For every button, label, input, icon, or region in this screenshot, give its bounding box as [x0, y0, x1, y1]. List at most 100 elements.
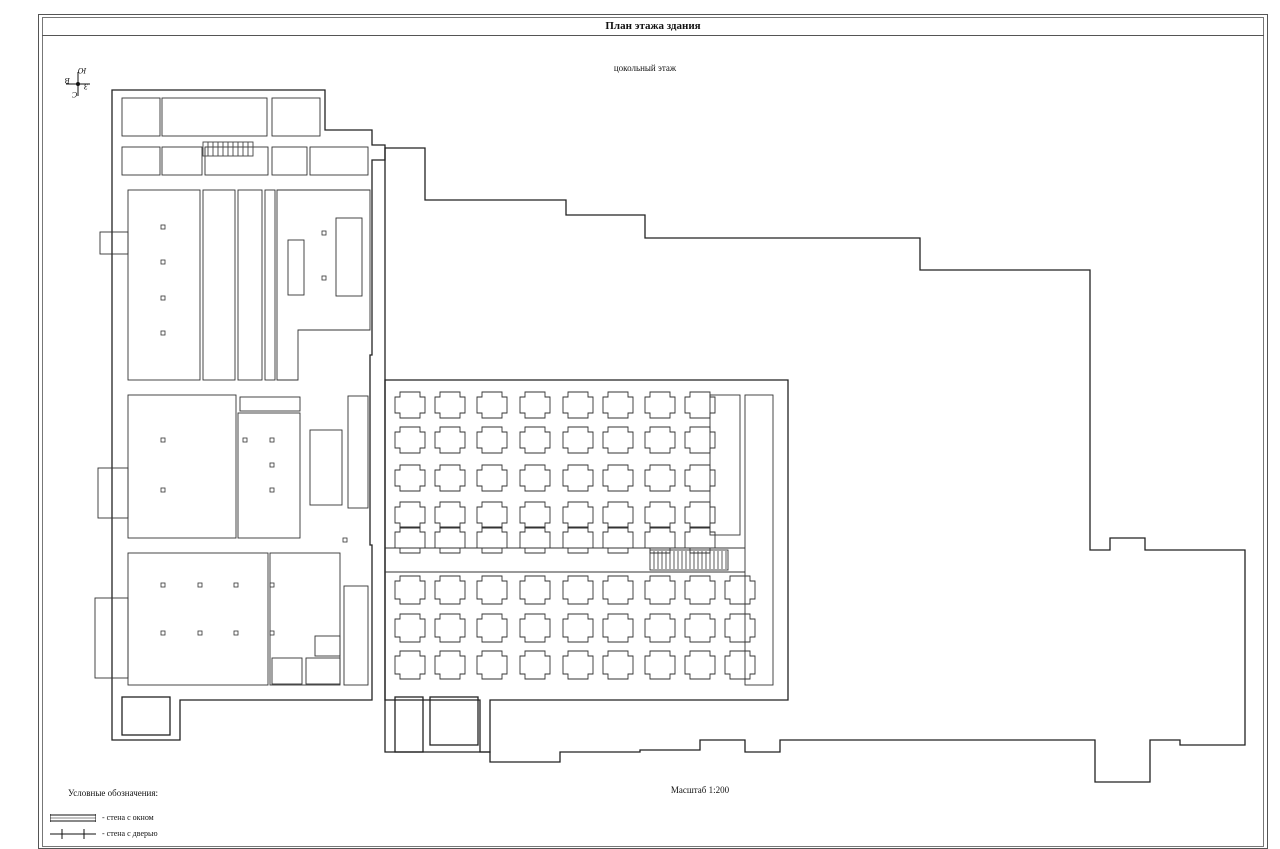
staircase-treads: [653, 551, 727, 569]
room: [161, 146, 203, 176]
wall-with-window-icon: [50, 814, 96, 822]
column: [269, 582, 275, 588]
column: [197, 582, 203, 588]
room: [309, 146, 369, 176]
cellar-pillar-cell: [519, 613, 551, 643]
cellar-pillar-cell: [602, 501, 634, 529]
column: [233, 630, 239, 636]
cellar-pillar-cell: [476, 501, 508, 529]
legend-label-door: - стена с дверью: [102, 829, 158, 838]
room: [271, 146, 308, 176]
room: [237, 189, 263, 381]
cellar-pillar-cell: [394, 501, 426, 529]
column: [160, 630, 166, 636]
staircase: [649, 549, 729, 571]
room: [305, 657, 341, 685]
room: [239, 396, 301, 412]
cellar-pillar-cell: [476, 464, 508, 492]
cellar-pillar-cell: [602, 575, 634, 605]
cellar-pillar-cell: [602, 526, 634, 554]
cellar-pillar-cell: [644, 613, 676, 643]
column: [321, 230, 327, 236]
compass-rose-icon: Ю В З С: [62, 66, 94, 100]
room: [264, 189, 276, 381]
room: [269, 552, 341, 686]
cellar-pillar-cell: [476, 575, 508, 605]
cellar-pillar-cell: [562, 464, 594, 492]
cellar-pillar-cell: [562, 501, 594, 529]
column: [160, 582, 166, 588]
cellar-pillar-cell: [562, 426, 594, 454]
cellar-pillar-cell: [684, 575, 716, 605]
left-wing-outline: [111, 89, 386, 741]
cellar-pillar-cell: [684, 426, 716, 454]
cellar-pillar-cell: [394, 391, 426, 419]
floor-label: цокольный этаж: [613, 63, 677, 73]
cellar-pillar-cell: [562, 650, 594, 680]
column: [160, 295, 166, 301]
column: [160, 437, 166, 443]
cellar-pillar-cell: [684, 391, 716, 419]
room: [271, 657, 303, 685]
cellar-pillar-cell: [644, 526, 676, 554]
room: [347, 395, 369, 509]
cellar-pillar-cell: [684, 613, 716, 643]
column: [269, 462, 275, 468]
cellar-pillar-cell: [519, 575, 551, 605]
cellar-pillar-cell: [434, 426, 466, 454]
legend-label-window: - стена с окном: [102, 813, 154, 822]
room: [744, 394, 774, 686]
cellar-pillar-cell: [476, 426, 508, 454]
cellar-pillar-cell: [434, 464, 466, 492]
room: [127, 189, 201, 381]
column: [242, 437, 248, 443]
cellar-block-outline: [384, 379, 789, 753]
cellar-pillar-cell: [562, 613, 594, 643]
cellar-pillar-cell: [519, 650, 551, 680]
column: [160, 224, 166, 230]
room: [204, 146, 269, 176]
room: [314, 635, 341, 657]
cellar-pillar-cell: [519, 464, 551, 492]
column: [233, 582, 239, 588]
cellar-pillar-cell: [602, 650, 634, 680]
column: [321, 275, 327, 281]
drawing-title: План этажа здания: [42, 17, 1264, 36]
cellar-pillar-cell: [562, 526, 594, 554]
annex-outline: [384, 147, 1246, 783]
wall-with-door-icon: [50, 829, 96, 839]
entrance: [94, 597, 129, 679]
cellar-pillar-cell: [644, 391, 676, 419]
cellar-pillar-cell: [476, 391, 508, 419]
cellar-pillar-cell: [602, 464, 634, 492]
staircase: [202, 141, 254, 157]
cellar-pillar-cell: [394, 464, 426, 492]
cellar-pillar-cell: [476, 613, 508, 643]
cellar-pillar-cell: [724, 650, 756, 680]
room: [202, 189, 236, 381]
cellar-pillar-cell: [644, 501, 676, 529]
cellar-pillar-cell: [434, 391, 466, 419]
legend-item-window: - стена с окном: [50, 812, 270, 826]
column: [197, 630, 203, 636]
cellar-pillar-cell: [519, 391, 551, 419]
legend-item-door: - стена с дверью: [50, 828, 270, 842]
entrance: [99, 231, 129, 255]
cellar-pillar-cell: [602, 391, 634, 419]
cellar-pillar-cell: [684, 464, 716, 492]
cellar-pillar-cell: [434, 526, 466, 554]
room: [287, 239, 305, 296]
cellar-pillar-cell: [684, 650, 716, 680]
room: [161, 97, 268, 137]
cellar-pillar-cell: [562, 391, 594, 419]
cellar-pillar-cell: [562, 575, 594, 605]
cellar-pillar-cell: [394, 650, 426, 680]
column: [269, 630, 275, 636]
cellar-pillar-cell: [644, 464, 676, 492]
room: [121, 696, 171, 736]
cellar-pillar-cell: [394, 426, 426, 454]
room: [309, 429, 343, 506]
cellar-pillar-cell: [519, 526, 551, 554]
cellar-pillar-cell: [602, 613, 634, 643]
